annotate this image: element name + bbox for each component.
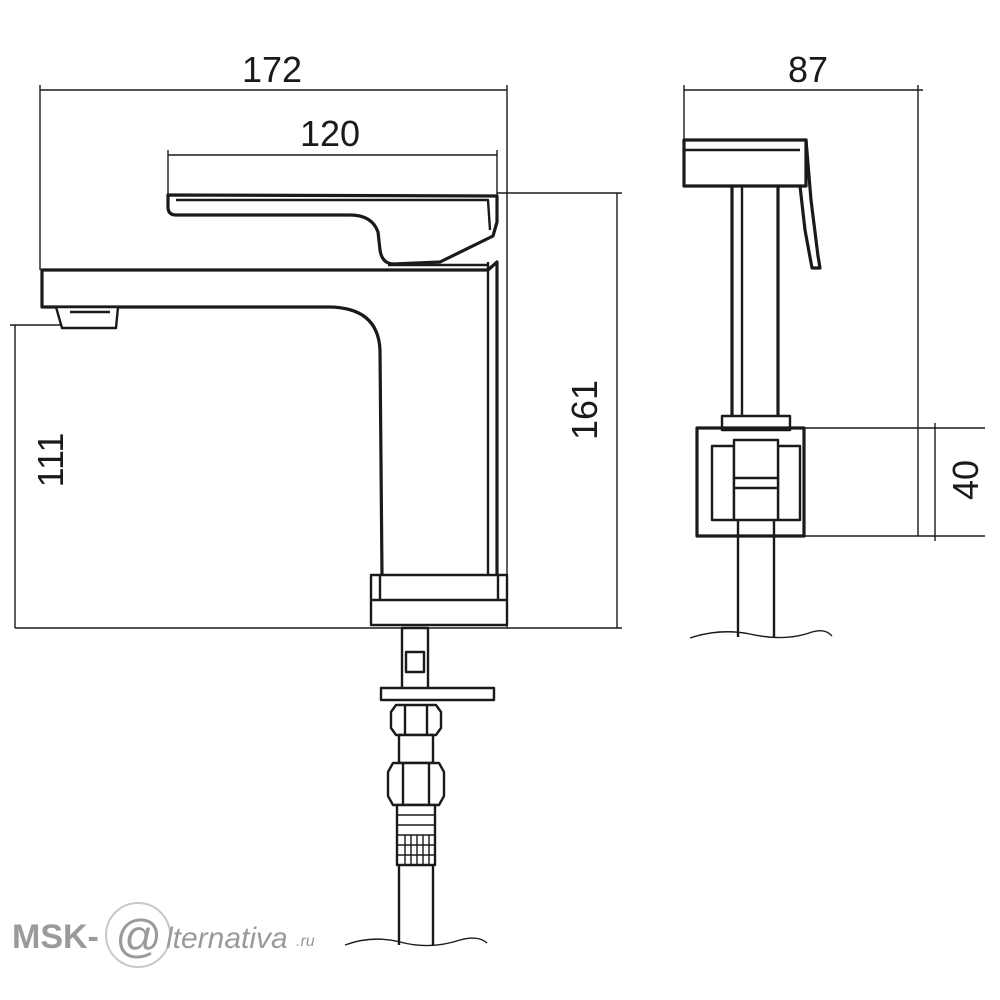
watermark: MSK- @ lternativa .ru <box>12 902 315 968</box>
fixing-plate <box>379 686 496 702</box>
side-lever <box>798 138 822 270</box>
dimension-label-base-height: 40 <box>945 460 986 500</box>
hex-nut <box>389 703 443 737</box>
thread-lines <box>397 814 435 865</box>
dimension-overall-width: 172 <box>39 49 508 628</box>
lever-inner-edge <box>176 198 492 231</box>
watermark-at-circle <box>105 902 171 968</box>
dimension-label-lever-length: 120 <box>300 113 360 154</box>
dimension-base-height: 40 <box>800 423 986 541</box>
watermark-suffix: lternativa <box>166 922 288 955</box>
side-base-inner-left <box>710 444 736 522</box>
side-view: 87 40 <box>682 49 986 639</box>
compression-fitting <box>386 761 446 807</box>
hose-break-line <box>344 937 488 947</box>
side-head-block <box>682 138 808 188</box>
supply-stem <box>397 733 435 765</box>
side-base-inner-right <box>776 444 802 522</box>
dimension-spout-height: 111 <box>10 324 71 628</box>
side-break-line <box>689 629 833 639</box>
dimension-side-depth: 87 <box>683 49 923 536</box>
watermark-prefix: MSK- <box>12 918 99 956</box>
dimension-label-spout-height: 111 <box>30 433 71 488</box>
dimension-lever-length: 120 <box>167 113 498 200</box>
dimension-total-height: 161 <box>497 192 622 628</box>
aerator <box>54 305 120 330</box>
side-column <box>730 184 780 418</box>
side-base-core <box>732 438 780 522</box>
watermark-domain: .ru <box>296 933 315 950</box>
side-base-block <box>695 426 806 538</box>
dimension-label-overall-width: 172 <box>242 49 302 90</box>
front-view: 172 120 161 111 <box>10 49 622 947</box>
faucet-body <box>40 260 499 577</box>
flexible-hose <box>397 865 435 945</box>
lever-handle <box>166 193 499 266</box>
dimension-label-side-depth: 87 <box>788 49 828 90</box>
side-hose <box>736 520 776 637</box>
stud-nut-small <box>404 650 426 674</box>
watermark-at: @ <box>115 910 162 962</box>
dimension-label-total-height: 161 <box>564 380 605 440</box>
